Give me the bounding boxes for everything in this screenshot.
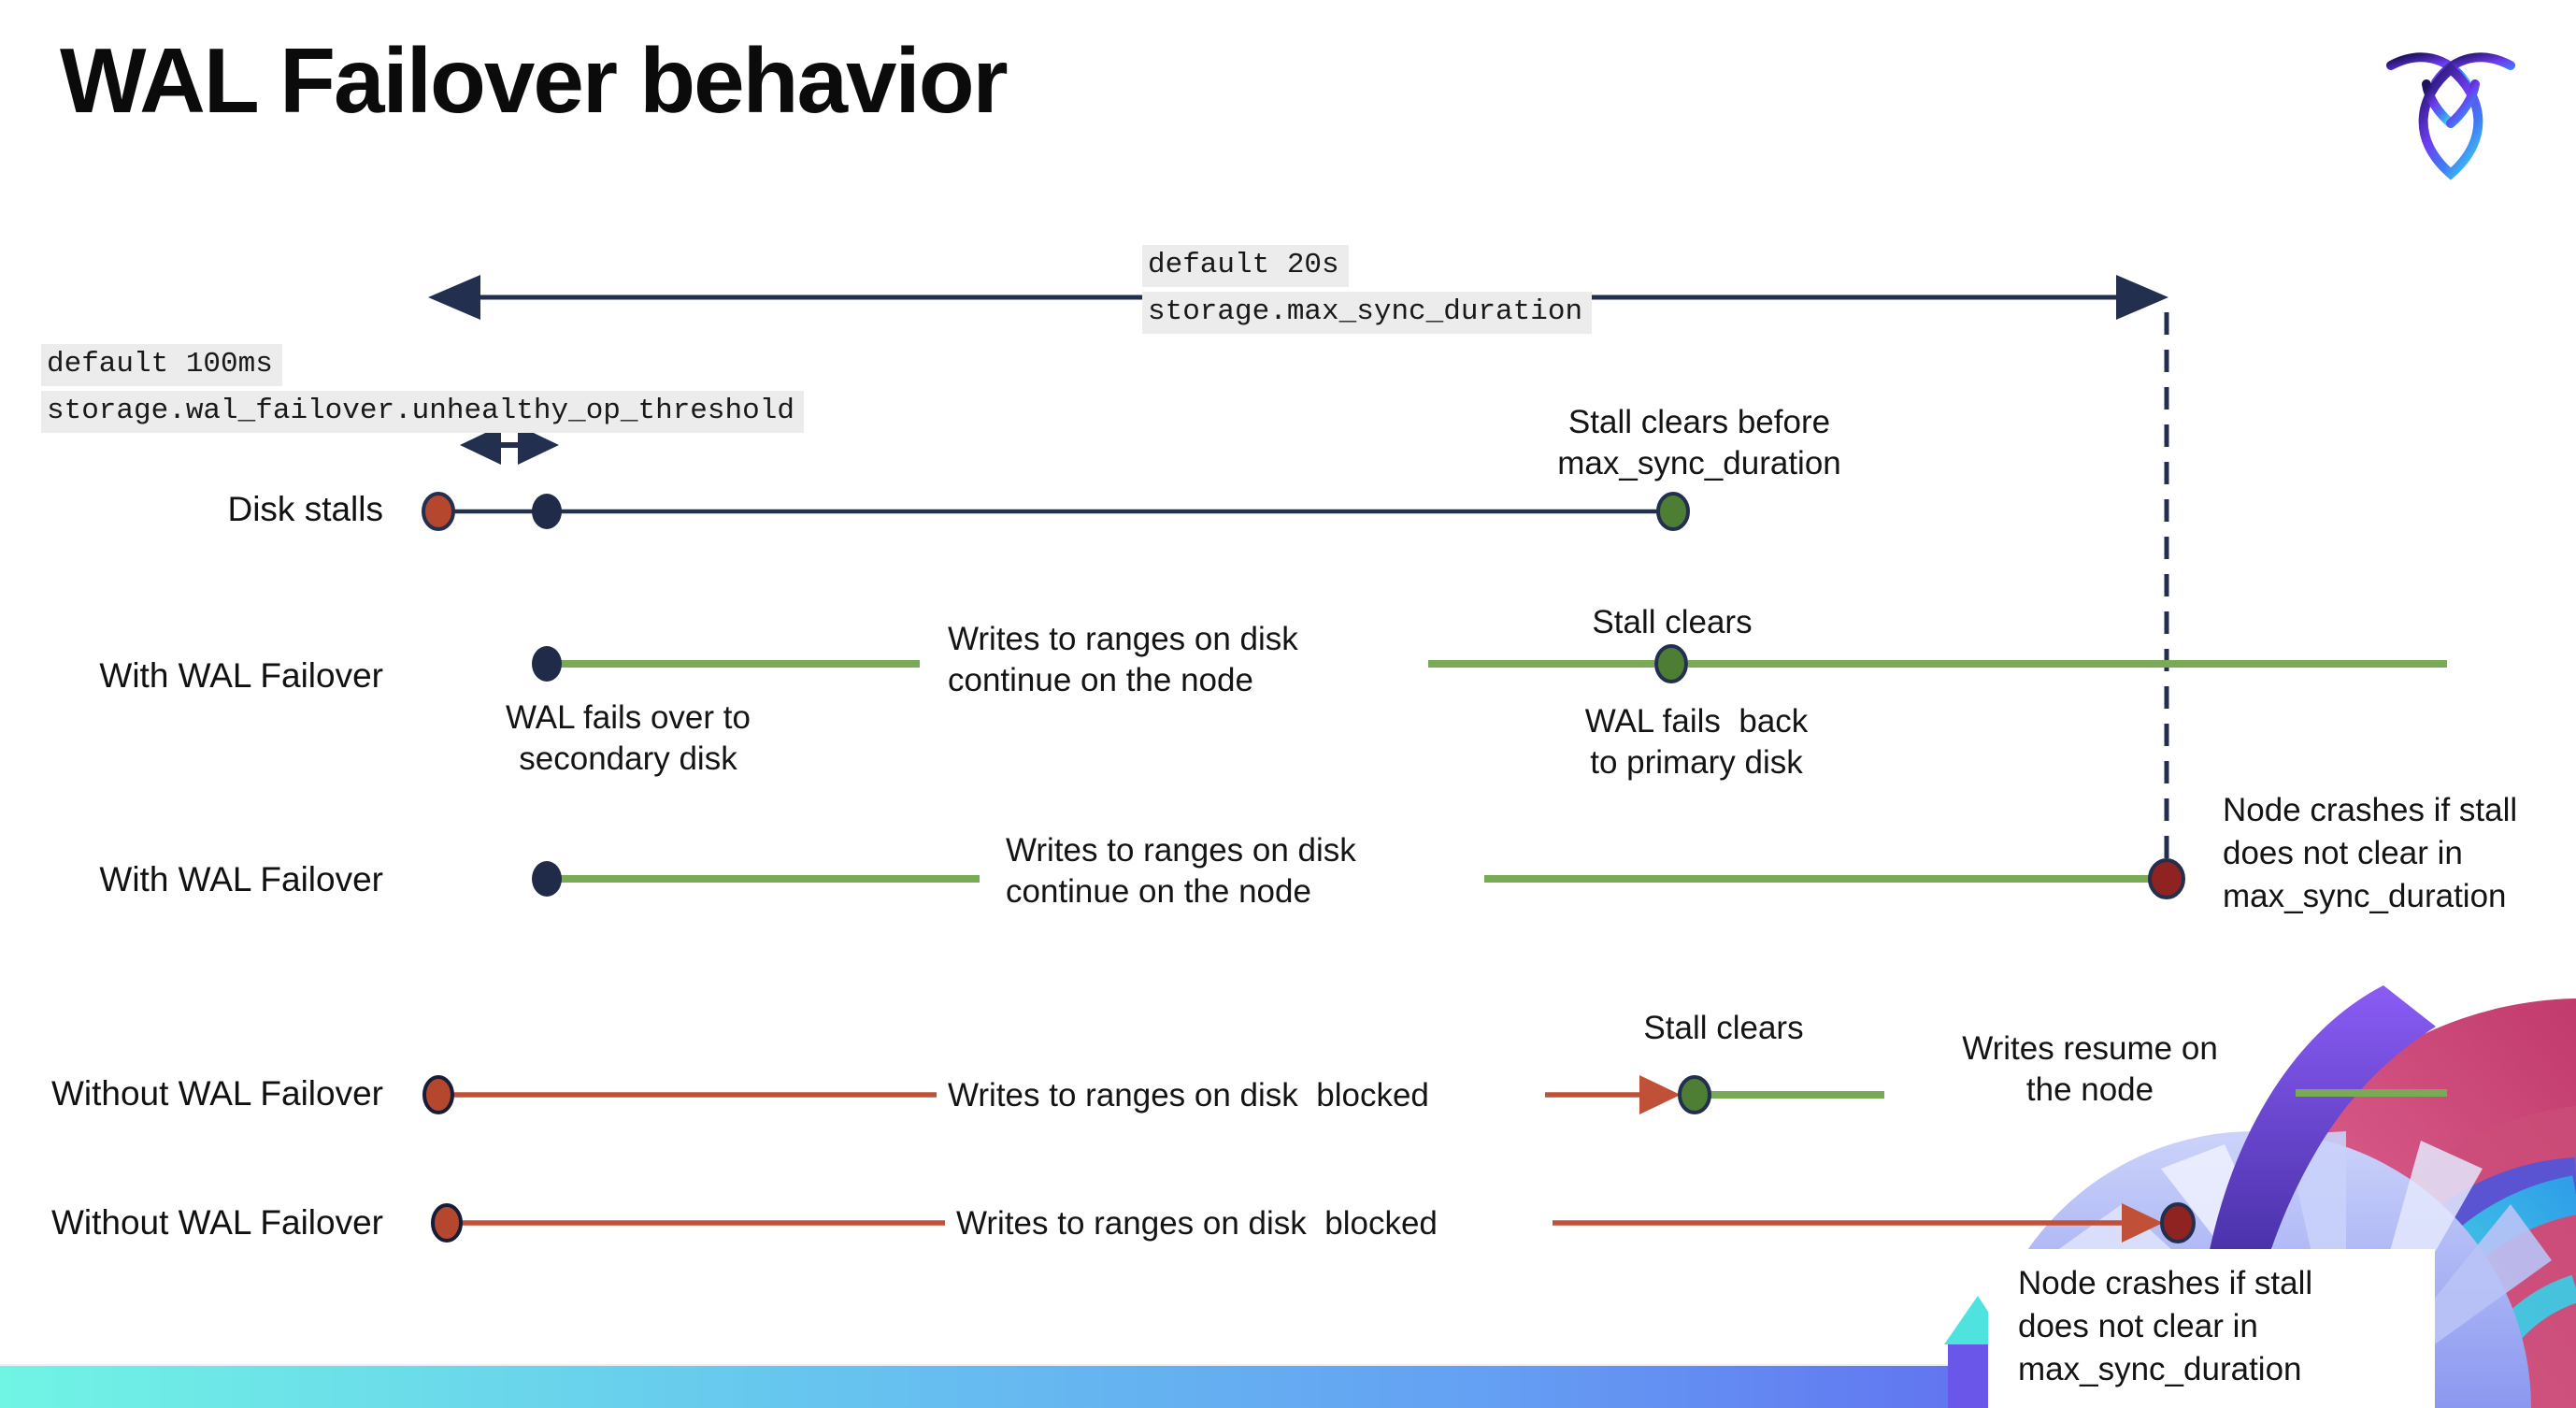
row-label-disk-stalls: Disk stalls xyxy=(227,490,383,528)
setting-default-value: default 100ms xyxy=(41,344,282,386)
setting-default-value: default 20s xyxy=(1142,245,1349,287)
arrowhead-right-icon xyxy=(2116,275,2168,320)
arrowhead-left-icon xyxy=(460,425,501,465)
red-arrowhead-icon xyxy=(1639,1075,1681,1114)
unhealthy-op-threshold-setting-label: default 100ms storage.wal_failover.unhea… xyxy=(41,344,804,438)
annotation-writes-blocked-1: Writes to ranges on disk blocked xyxy=(948,1077,1429,1113)
failover-dot xyxy=(532,861,562,897)
node-crash-callout-text: Node crashes if stall does not clear in … xyxy=(2018,1265,2313,1387)
row-label-without-wal-failover-1: Without WAL Failover xyxy=(50,1074,383,1113)
arrowhead-left-icon xyxy=(428,275,480,320)
node-crash-callout: Node crashes if stall does not clear in … xyxy=(1988,1249,2435,1408)
node-crash-dot xyxy=(2160,1202,2196,1243)
stall-clear-dot xyxy=(1678,1075,1711,1114)
annotation-stall-clears-1: Stall clears xyxy=(1592,604,1753,640)
annotation-writes-continue-2: Writes to ranges on disk continue on the… xyxy=(1006,832,1356,910)
annotation-wal-fails-back: WAL fails back to primary disk xyxy=(1584,703,1809,781)
setting-name: storage.wal_failover.unhealthy_op_thresh… xyxy=(41,391,804,433)
stall-clear-dot xyxy=(1654,644,1688,683)
stall-start-dot xyxy=(422,1075,454,1114)
row-label-with-wal-failover-2: With WAL Failover xyxy=(99,860,383,898)
max-sync-duration-setting-label: default 20s storage.max_sync_duration xyxy=(1142,245,1593,338)
annotation-writes-blocked-2: Writes to ranges on disk blocked xyxy=(956,1205,1438,1242)
annotation-writes-continue-1: Writes to ranges on disk continue on the… xyxy=(948,621,1298,698)
arrowhead-right-icon xyxy=(518,425,559,465)
failover-dot xyxy=(532,646,562,682)
annotation-stall-clears-2: Stall clears xyxy=(1643,1010,1804,1046)
blocked-write-lines xyxy=(452,1092,2127,1226)
unhealthy-op-threshold-arrow xyxy=(460,425,559,465)
annotation-stall-clears-before: Stall clears before max_sync_duration xyxy=(1557,404,1841,481)
logo-wing-left xyxy=(2422,79,2455,128)
healthy-write-lines xyxy=(559,660,2447,1099)
annotation-writes-resume: Writes resume on the node xyxy=(1962,1030,2218,1108)
cockroachdb-logo-icon xyxy=(2386,52,2515,180)
setting-name: storage.max_sync_duration xyxy=(1142,292,1593,334)
red-arrowhead-icon xyxy=(2122,1203,2163,1243)
page-title: WAL Failover behavior xyxy=(60,29,1009,132)
row-label-without-wal-failover-2: Without WAL Failover xyxy=(50,1203,383,1242)
logo-wing-right xyxy=(2446,79,2480,128)
stall-start-dot xyxy=(431,1203,463,1243)
row-label-with-wal-failover-1: With WAL Failover xyxy=(99,656,383,695)
annotation-wal-fails-over: WAL fails over to secondary disk xyxy=(506,699,751,777)
stall-start-dot xyxy=(422,492,455,531)
annotation-node-crashes-1: Node crashes if stall does not clear in … xyxy=(2223,792,2518,914)
node-crash-dot xyxy=(2148,858,2185,899)
threshold-dot xyxy=(532,494,562,529)
stall-clear-dot xyxy=(1656,492,1690,531)
